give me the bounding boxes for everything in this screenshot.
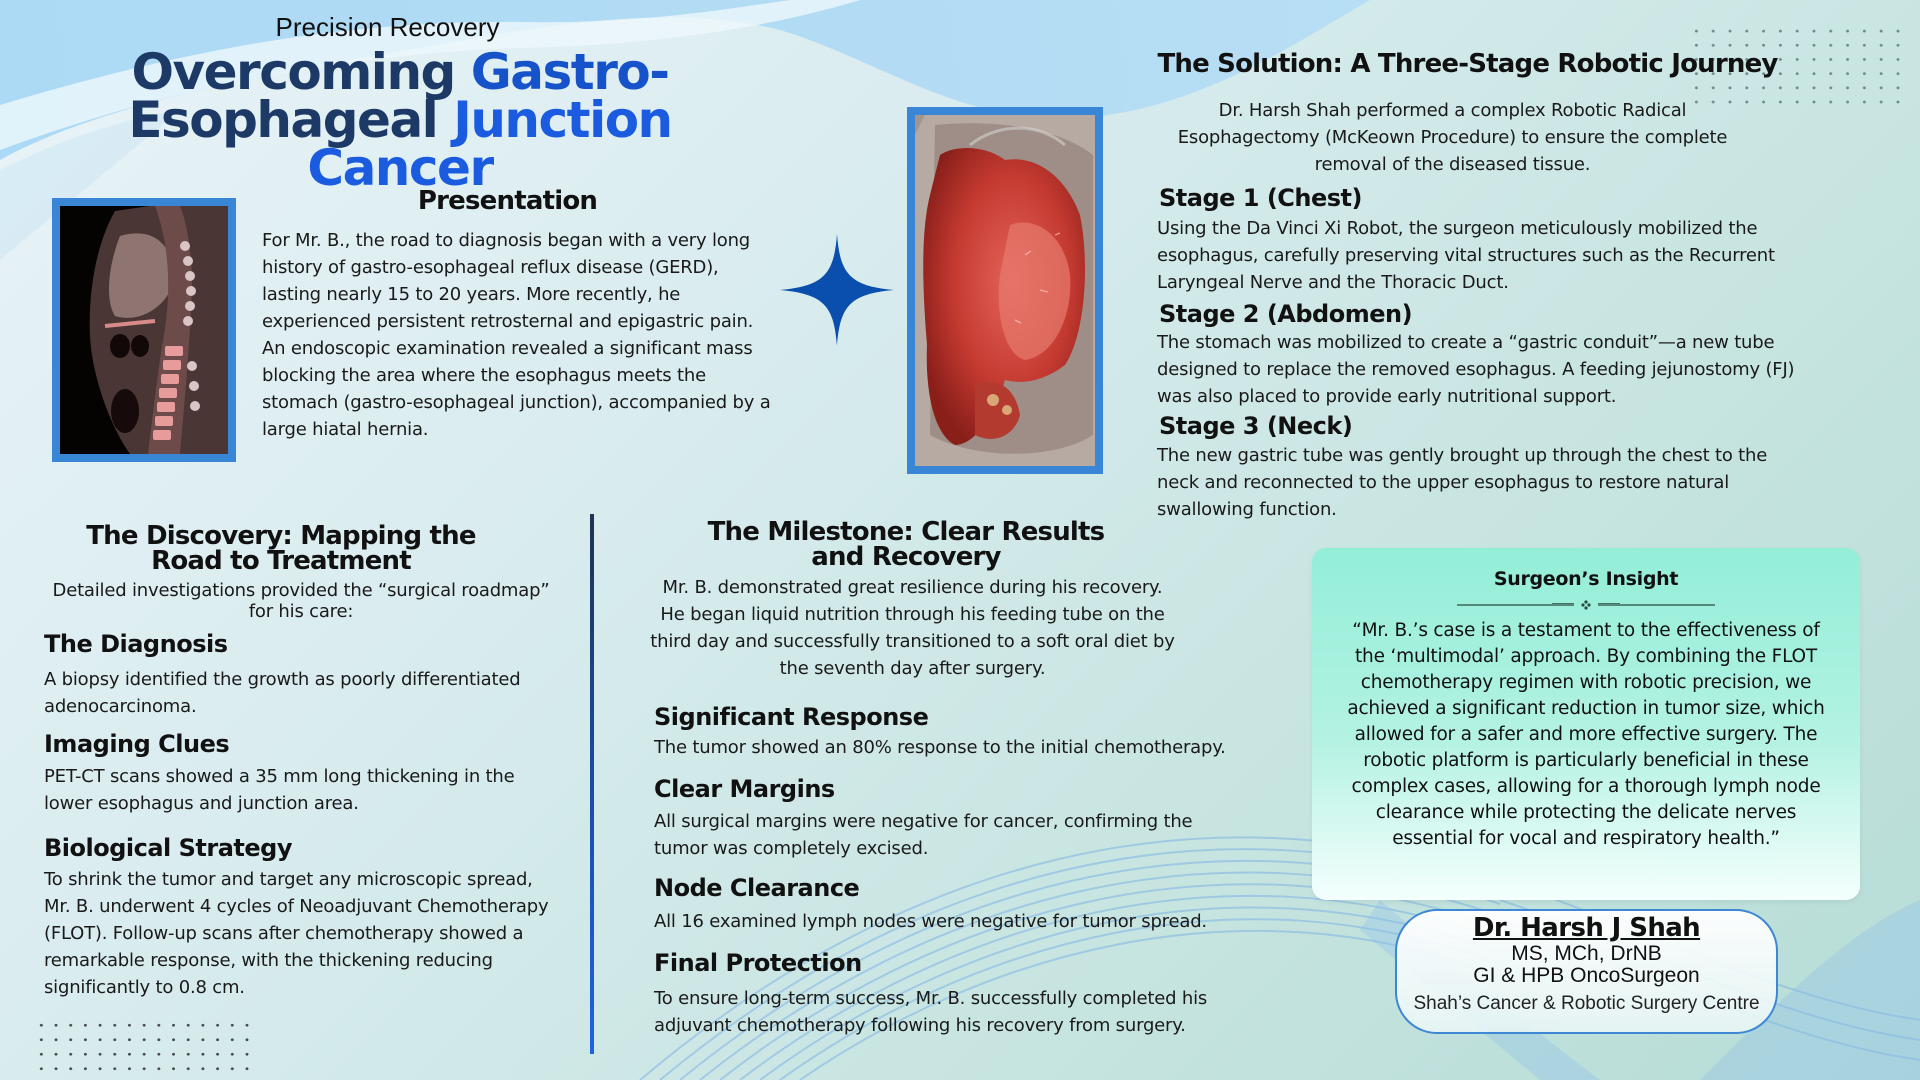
page-title: Overcoming Gastro- Esophageal Junction C…: [30, 47, 770, 193]
title-part: Junction Cancer: [307, 91, 673, 197]
surgeon-insight-card: Surgeon’s Insight “Mr. B.’s case is a te…: [1312, 548, 1860, 900]
stage-1-title: Stage 1 (Chest): [1159, 184, 1363, 212]
stage-3-title: Stage 3 (Neck): [1159, 412, 1353, 440]
title-part: Overcoming: [131, 43, 471, 101]
insight-heading: Surgeon’s Insight: [1493, 568, 1679, 590]
clear-margins-text: All surgical margins were negative for c…: [654, 811, 1193, 859]
milestone-heading-line1: The Milestone: Clear Results: [707, 517, 1106, 547]
final-protection-title: Final Protection: [654, 949, 862, 977]
stage-2-text: The stomach was mobilized to create a “g…: [1157, 332, 1795, 407]
surgeon-specialty: GI & HPB OncoSurgeon: [1473, 964, 1700, 987]
scan-illustration: [60, 206, 228, 454]
stage-2-title: Stage 2 (Abdomen): [1159, 300, 1413, 328]
milestone-heading-line2: and Recovery: [811, 542, 1001, 572]
solution-intro: Dr. Harsh Shah performed a complex Robot…: [1177, 100, 1728, 175]
specimen-illustration: [915, 115, 1095, 466]
ornamental-divider-icon: [1457, 600, 1715, 610]
title-part: Esophageal: [128, 91, 454, 149]
discovery-heading-line1: The Discovery: Mapping the: [86, 521, 476, 551]
milestone-heading: The Milestone: Clear Results and Recover…: [690, 517, 1122, 572]
imaging-clues-text: PET-CT scans showed a 35 mm long thicken…: [44, 766, 515, 814]
presentation-heading: Presentation: [417, 186, 598, 216]
discovery-heading-line2: Road to Treatment: [151, 546, 412, 576]
significant-response-title: Significant Response: [654, 703, 929, 731]
stage-1-text: Using the Da Vinci Xi Robot, the surgeon…: [1157, 218, 1775, 293]
node-clearance-text: All 16 examined lymph nodes were negativ…: [654, 911, 1207, 932]
final-protection-text: To ensure long-term success, Mr. B. succ…: [654, 988, 1208, 1036]
discovery-intro-line2: for his care:: [248, 601, 354, 622]
significant-response-text: The tumor showed an 80% response to the …: [654, 737, 1226, 758]
surgeon-organization: Shah’s Cancer & Robotic Surgery Centre: [1413, 993, 1760, 1014]
discovery-intro-line1: Detailed investigations provided the “su…: [52, 580, 550, 601]
diagnosis-text: A biopsy identified the growth as poorly…: [44, 669, 521, 717]
title-part: Gastro-: [470, 43, 670, 101]
surgeon-signature-card: Dr. Harsh J Shah MS, MCh, DrNB GI & HPB …: [1395, 909, 1778, 1034]
discovery-intro: Detailed investigations provided the “su…: [30, 580, 572, 622]
kicker-label: Precision Recovery: [275, 12, 500, 42]
sparkle-star-icon: [780, 234, 894, 346]
milestone-intro: Mr. B. demonstrated great resilience dur…: [650, 577, 1175, 679]
discovery-heading: The Discovery: Mapping the Road to Treat…: [60, 521, 502, 576]
surgeon-name: Dr. Harsh J Shah: [1472, 913, 1701, 943]
presentation-text: For Mr. B., the road to diagnosis began …: [262, 230, 771, 440]
biological-strategy-title: Biological Strategy: [44, 834, 293, 862]
diagnosis-title: The Diagnosis: [44, 630, 228, 658]
pet-ct-scan-image: [52, 198, 236, 462]
imaging-clues-title: Imaging Clues: [44, 730, 230, 758]
surgical-specimen-image: [907, 107, 1103, 474]
solution-heading: The Solution: A Three-Stage Robotic Jour…: [1157, 49, 1778, 79]
decorative-dot-grid-bottom-left: [34, 1018, 252, 1080]
surgeon-credentials: MS, MCh, DrNB: [1511, 942, 1662, 965]
clear-margins-title: Clear Margins: [654, 775, 835, 803]
column-divider: [590, 514, 594, 1054]
decorative-dot-grid-top-right: [1688, 24, 1904, 108]
insight-quote: “Mr. B.’s case is a testament to the eff…: [1347, 620, 1825, 849]
biological-strategy-text: To shrink the tumor and target any micro…: [44, 869, 549, 998]
stage-3-text: The new gastric tube was gently brought …: [1157, 445, 1768, 520]
node-clearance-title: Node Clearance: [654, 874, 860, 902]
